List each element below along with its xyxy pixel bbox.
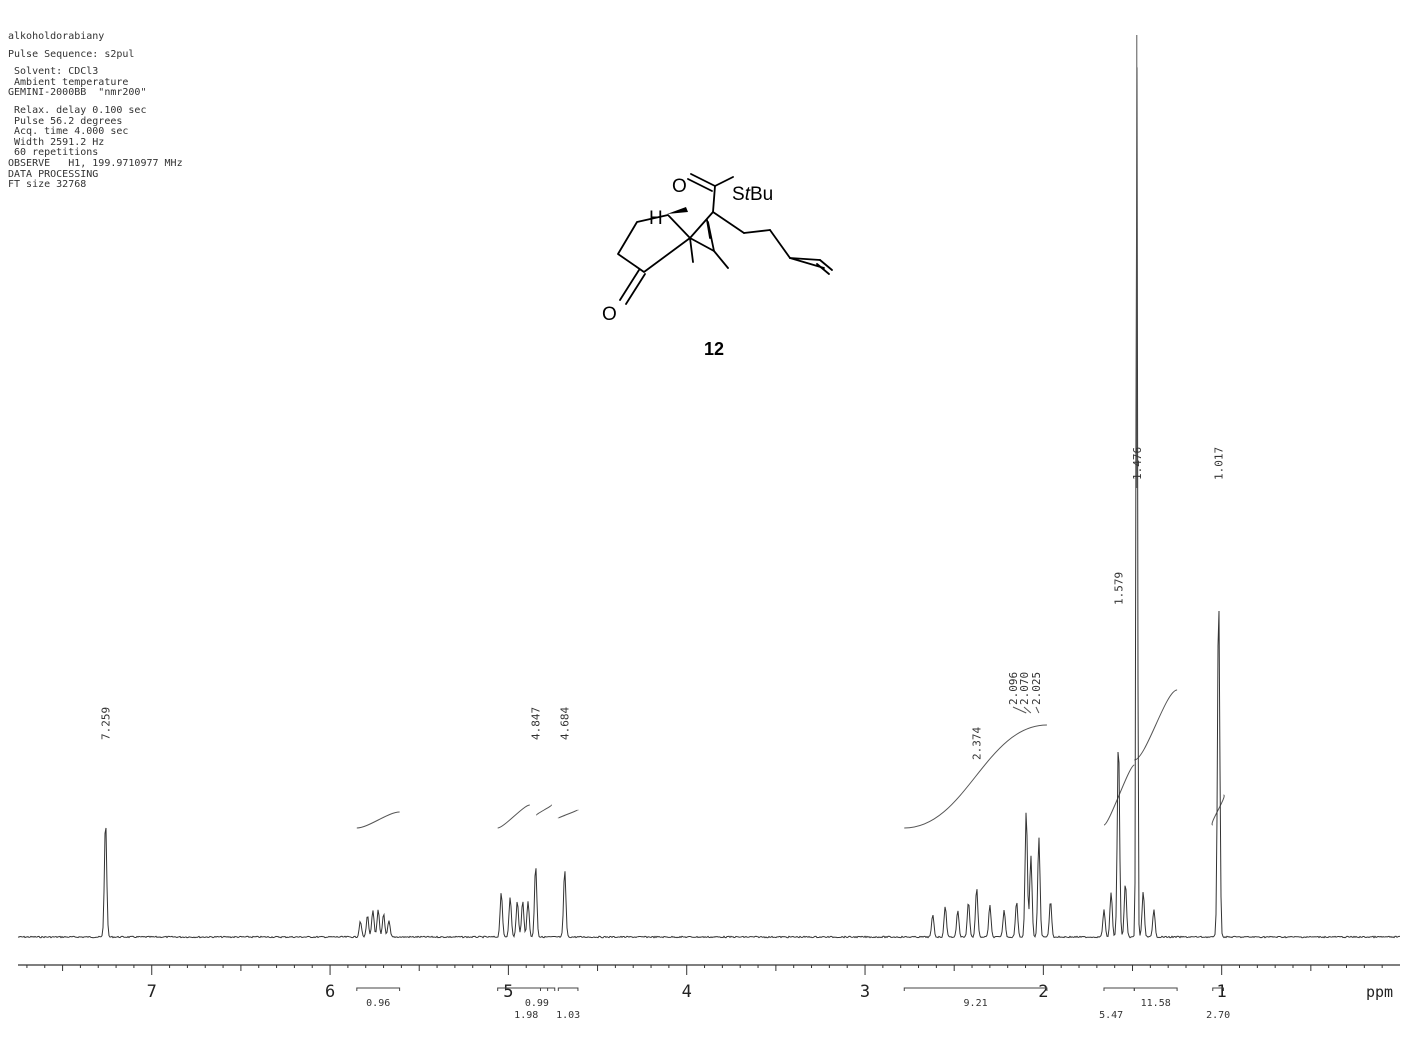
sample-name: alkoholdorabiany [8,31,105,42]
integration-value: 9.21 [964,998,988,1009]
peak-leader [1035,706,1040,714]
chain-bond [712,211,745,234]
integral-curves [356,689,1225,829]
thioester-bond [712,185,716,213]
integration-bracket [539,987,556,991]
integral-curve [904,724,1047,829]
parameter-line: Relax. delay 0.100 sec [8,104,147,116]
peak-label: 1.476 [1131,447,1144,480]
integral-curve [497,804,530,829]
molecule-structure: O O H StBu 12 [602,173,833,359]
parameter-line: FT size 32768 [8,179,87,191]
tick-label: 4 [682,982,692,1002]
alkene-bond [816,263,830,275]
peak-label: 4.684 [559,707,572,740]
alkene-bond [789,257,821,261]
integration-value: 11.58 [1141,998,1171,1009]
atom-o: O [672,176,687,197]
peak-label: 2.025 [1030,672,1043,705]
tick-label: 6 [325,982,335,1002]
parameter-line: Pulse Sequence: s2pul [8,48,135,60]
parameter-line: Pulse 56.2 degrees [8,115,123,127]
tick-label: 5 [503,982,513,1002]
acquisition-parameters: alkoholdorabiany Pulse Sequence: s2pul S… [8,31,338,191]
peak-label: 4.847 [530,707,543,740]
chain-bond [743,229,771,234]
integration-value: 5.47 [1099,1010,1123,1021]
integration-bracket [1103,987,1135,991]
peak-label: 2.374 [971,727,984,760]
tick-label: 2 [1038,982,1048,1002]
spectrum-line [17,67,1400,939]
integration-labels: 0.96 0.991.98 1.03 9.21 5.47 11.58 2.70 [356,987,1230,1021]
thioester-bond [714,176,734,187]
side-chain-bond [713,250,729,269]
peak-label: 2.096 [1007,672,1020,705]
peak-leader [1023,706,1032,714]
spectrum-trace [17,67,1400,939]
integration-value: 1.98 [514,1010,538,1021]
chain-bond [689,211,714,239]
parameter-line: DATA PROCESSING [8,168,99,180]
ring-bond [617,214,691,273]
thioester-carbonyl [687,178,713,192]
parameter-line: OBSERVE H1, 199.9710977 MHz [8,157,183,169]
integration-bracket [1212,987,1224,991]
integral-curve [356,811,400,829]
ppm-axis: 7 6 5 4 3 2 1 ppm [18,964,1400,1002]
x-axis-label: ppm [1366,983,1393,1001]
parameter-line: Solvent: CDCl3 [8,66,99,78]
integration-value: 2.70 [1206,1010,1230,1021]
integral-curve [1211,794,1225,826]
parameter-line: Acq. time 4.000 sec [8,126,129,138]
integration-bracket [497,987,549,991]
carbonyl-bond [619,269,640,301]
parameter-line: GEMINI-2000BB "nmr200" [8,87,147,99]
chain-bond [769,229,791,259]
peak-label: 7.259 [100,707,113,740]
tick-label: 1 [1217,982,1227,1002]
integration-bracket [1133,987,1178,991]
carbonyl-bond [625,273,646,305]
integration-value: 0.99 [525,998,549,1009]
integration-bracket [356,987,401,991]
compound-number: 12 [704,339,724,359]
integration-bracket [557,987,579,991]
integration-value: 0.96 [366,998,390,1009]
peak-leader [1012,706,1027,714]
integral-curve [536,804,552,816]
integral-curve [557,809,579,819]
tick-label: 3 [860,982,870,1002]
alkene-bond [706,219,711,239]
integration-value: 1.03 [556,1010,580,1021]
peak-label: 2.070 [1018,672,1031,705]
side-chain-bond [689,237,715,252]
integral-curve [1134,689,1178,761]
methyl-bond [689,237,694,263]
parameter-line: Ambient temperature [8,76,129,88]
parameter-line: 60 repetitions [8,147,99,159]
peak-label: 1.579 [1112,572,1125,605]
wedge-bond [667,207,688,214]
integration-bracket [903,987,1048,991]
parameter-line: Width 2591.2 Hz [8,136,105,148]
thioester-label: StBu [732,184,773,205]
thioester-carbonyl [690,173,716,187]
alkene-bond [819,259,833,271]
chain-bond [789,257,825,269]
atom-o: O [602,304,617,325]
atom-h: H [649,208,663,229]
tick-label: 7 [147,982,157,1002]
peak-label: 1.017 [1213,447,1226,480]
